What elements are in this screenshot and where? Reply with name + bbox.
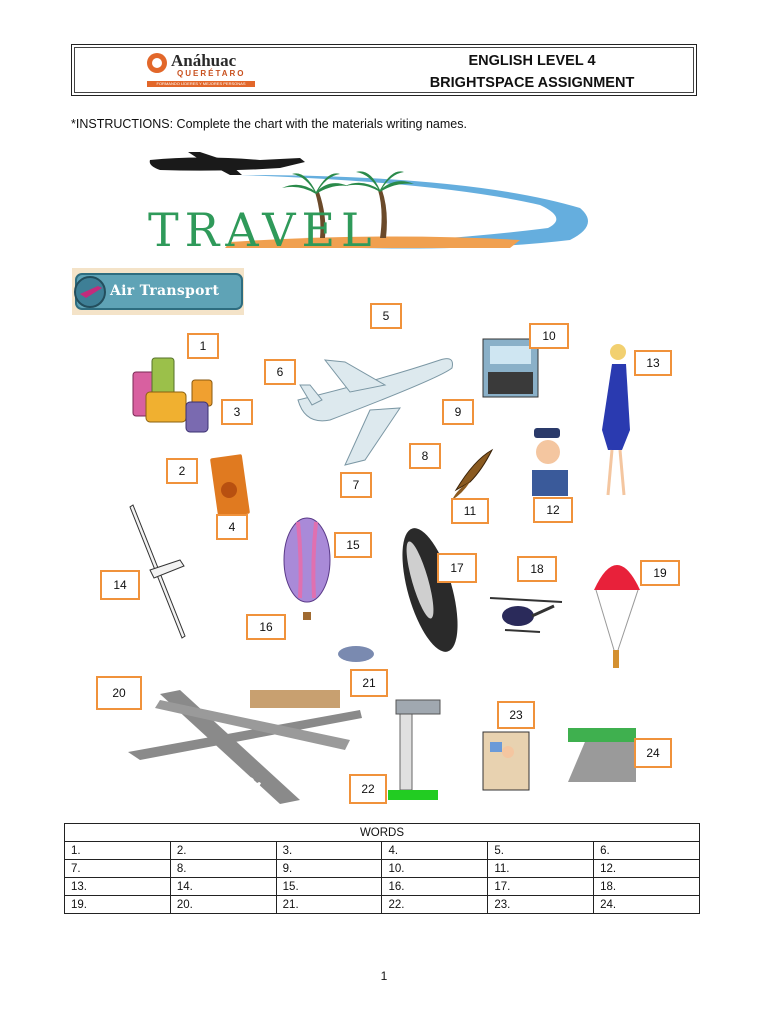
answer-cell[interactable]: 11. [487, 859, 595, 878]
palm-tree-icon [282, 171, 414, 238]
label-13: 13 [634, 350, 672, 376]
label-23: 23 [497, 701, 535, 729]
runway-icon [568, 728, 636, 782]
table-header: WORDS [64, 823, 700, 842]
plane-silhouette-icon [149, 152, 305, 175]
label-18: 18 [517, 556, 557, 582]
answer-cell[interactable]: 9. [275, 859, 383, 878]
answer-cell[interactable]: 6. [593, 841, 700, 860]
svg-text:24: 24 [242, 773, 264, 795]
control-tower-icon [388, 699, 441, 800]
table-row: 19. 20. 21. 22. 23. 24. [64, 895, 700, 914]
label-8: 8 [409, 443, 441, 469]
answer-cell[interactable]: 12. [593, 859, 700, 878]
sand-icon [225, 236, 520, 248]
section-label: Air Transport [110, 283, 220, 299]
answer-cell[interactable]: 18. [593, 877, 700, 896]
swoosh-icon [240, 175, 588, 249]
propeller-icon [452, 448, 494, 500]
blimp-icon [402, 528, 458, 652]
cockpit-icon [482, 338, 539, 398]
flight-attendant-icon [602, 344, 630, 496]
label-4: 4 [216, 514, 248, 540]
instructions-text: *INSTRUCTIONS: Complete the chart with t… [71, 117, 467, 131]
answer-cell[interactable]: 16. [381, 877, 489, 896]
table-row: 13. 14. 15. 16. 17. 18. [64, 877, 700, 896]
label-11: 11 [451, 498, 489, 524]
logo-emblem-icon [147, 53, 167, 73]
answer-cell[interactable]: 2. [169, 841, 277, 860]
label-7: 7 [340, 472, 372, 498]
table-header-row: WORDS [64, 823, 700, 842]
answer-cell[interactable]: 13. [64, 877, 171, 896]
document-header: Anáhuac QUERÉTARO FORMANDO LÍDERES Y MEJ… [71, 44, 697, 96]
label-9: 9 [442, 399, 474, 425]
answer-cell[interactable]: 3. [275, 841, 383, 860]
label-14: 14 [100, 570, 140, 600]
page-number: 1 [380, 969, 388, 983]
answer-cell[interactable]: 8. [169, 859, 277, 878]
logo-tagline: FORMANDO LÍDERES Y MEJORES PERSONAS [147, 81, 255, 87]
label-3: 3 [221, 399, 253, 425]
label-20: 20 [96, 676, 142, 710]
answer-cell[interactable]: 15. [275, 877, 383, 896]
answer-cell[interactable]: 24. [593, 895, 700, 914]
helicopter-icon [489, 597, 563, 633]
header-inner-border [74, 47, 694, 93]
words-table: WORDS 1. 2. 3. 4. 5. 6. 7. 8. 9. 10. 11.… [64, 823, 700, 914]
answer-cell[interactable]: 1. [64, 841, 171, 860]
answer-cell[interactable]: 22. [381, 895, 489, 914]
answer-cell[interactable]: 7. [64, 859, 171, 878]
label-24: 24 [634, 738, 672, 768]
answer-cell[interactable]: 23. [487, 895, 595, 914]
terminal-building-icon [338, 646, 374, 662]
parachute-icon [594, 565, 640, 668]
header-title-line1: ENGLISH LEVEL 4 [468, 53, 596, 69]
anahuac-logo: Anáhuac QUERÉTARO FORMANDO LÍDERES Y MEJ… [147, 51, 255, 89]
travel-banner: TRAVEL [148, 152, 588, 257]
answer-cell[interactable]: 10. [381, 859, 489, 878]
label-17: 17 [437, 553, 477, 583]
logo-subtitle: QUERÉTARO [177, 69, 246, 78]
header-title-line2: BRIGHTSPACE ASSIGNMENT [429, 75, 635, 91]
logo-name: Anáhuac [171, 51, 237, 70]
air-transport-illustrations: 24 [128, 338, 640, 804]
passport-icon [210, 454, 250, 518]
air-transport-banner [72, 268, 244, 315]
label-1: 1 [187, 333, 219, 359]
luggage-icon [132, 357, 213, 433]
label-12: 12 [533, 497, 573, 523]
label-5: 5 [370, 303, 402, 329]
answer-cell[interactable]: 14. [169, 877, 277, 896]
hot-air-balloon-icon [283, 517, 331, 620]
airplane-icon [297, 358, 453, 466]
answer-cell[interactable]: 4. [381, 841, 489, 860]
answer-cell[interactable]: 19. [64, 895, 171, 914]
answer-cell[interactable]: 20. [169, 895, 277, 914]
airport-icon: 24 [128, 690, 362, 804]
label-22: 22 [349, 774, 387, 804]
label-2: 2 [166, 458, 198, 484]
answer-cell[interactable]: 21. [275, 895, 383, 914]
glider-icon [129, 504, 186, 639]
label-10: 10 [529, 323, 569, 349]
table-row: 7. 8. 9. 10. 11. 12. [64, 859, 700, 878]
label-6: 6 [264, 359, 296, 385]
label-15: 15 [334, 532, 372, 558]
pilot-icon [532, 428, 568, 496]
answer-cell[interactable]: 5. [487, 841, 595, 860]
travel-word: TRAVEL [148, 203, 378, 257]
label-16: 16 [246, 614, 286, 640]
air-traffic-controller-icon [482, 731, 530, 791]
table-row: 1. 2. 3. 4. 5. 6. [64, 841, 700, 860]
answer-cell[interactable]: 17. [487, 877, 595, 896]
label-21: 21 [350, 669, 388, 697]
label-19: 19 [640, 560, 680, 586]
